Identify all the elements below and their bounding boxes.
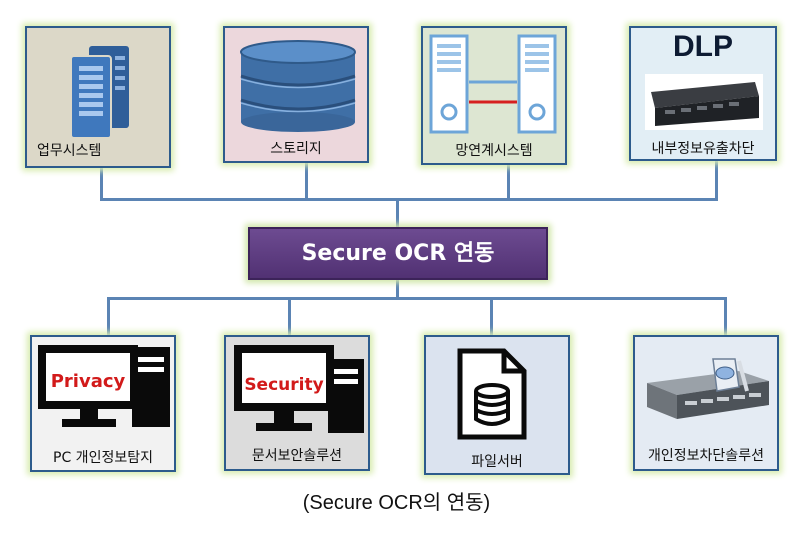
connector-top-4 [715,161,718,200]
node-label: 망연계시스템 [455,143,533,159]
figure-caption: (Secure OCR의 연동) [302,492,491,514]
node-network-link-system: 망연계시스템 [421,26,567,165]
server-icon [70,46,129,139]
security-overlay-text: Security [244,375,324,395]
node-label: 업무시스템 [37,143,102,159]
privacy-appliance-icon [647,358,769,419]
file-db-icon [457,348,527,440]
connector-top-3 [507,165,510,200]
connector-bottom-4 [724,297,727,335]
connector-bottom-bus [107,297,727,300]
node-label: 스토리지 [270,141,322,157]
node-document-security: Security 문서보안솔루션 [224,335,370,471]
node-storage: 스토리지 [223,26,369,163]
storage-icon [240,40,356,132]
node-label: 파일서버 [471,454,523,470]
node-pc-privacy-detection: Privacy PC 개인정보탐지 [30,335,176,472]
node-dlp: DLP 내부정보유출차단 [629,26,777,161]
pc-icon [38,345,170,427]
node-business-system: 업무시스템 [25,26,171,168]
connector-top-bus [100,198,718,201]
connector-center-top [396,200,399,228]
privacy-overlay-text: Privacy [50,371,126,392]
node-label: PC 개인정보탐지 [53,450,153,466]
node-label: 개인정보차단솔루션 [648,448,764,464]
dlp-badge: DLP [673,30,733,63]
node-file-server: 파일서버 [424,335,570,475]
connector-bottom-1 [107,297,110,335]
connector-top-1 [100,168,103,200]
dlp-appliance-icon [645,74,763,130]
connector-center-bottom [396,279,399,299]
node-label: 내부정보유출차단 [651,141,755,157]
connector-top-2 [305,163,308,200]
secure-ocr-hub: Secure OCR 연동 [248,227,548,280]
node-label: 문서보안솔루션 [251,448,343,464]
connector-bottom-2 [288,297,291,335]
connector-bottom-3 [490,297,493,335]
network-link-icon [429,34,557,134]
node-privacy-blocking: 개인정보차단솔루션 [633,335,779,471]
pc-icon [234,345,364,433]
